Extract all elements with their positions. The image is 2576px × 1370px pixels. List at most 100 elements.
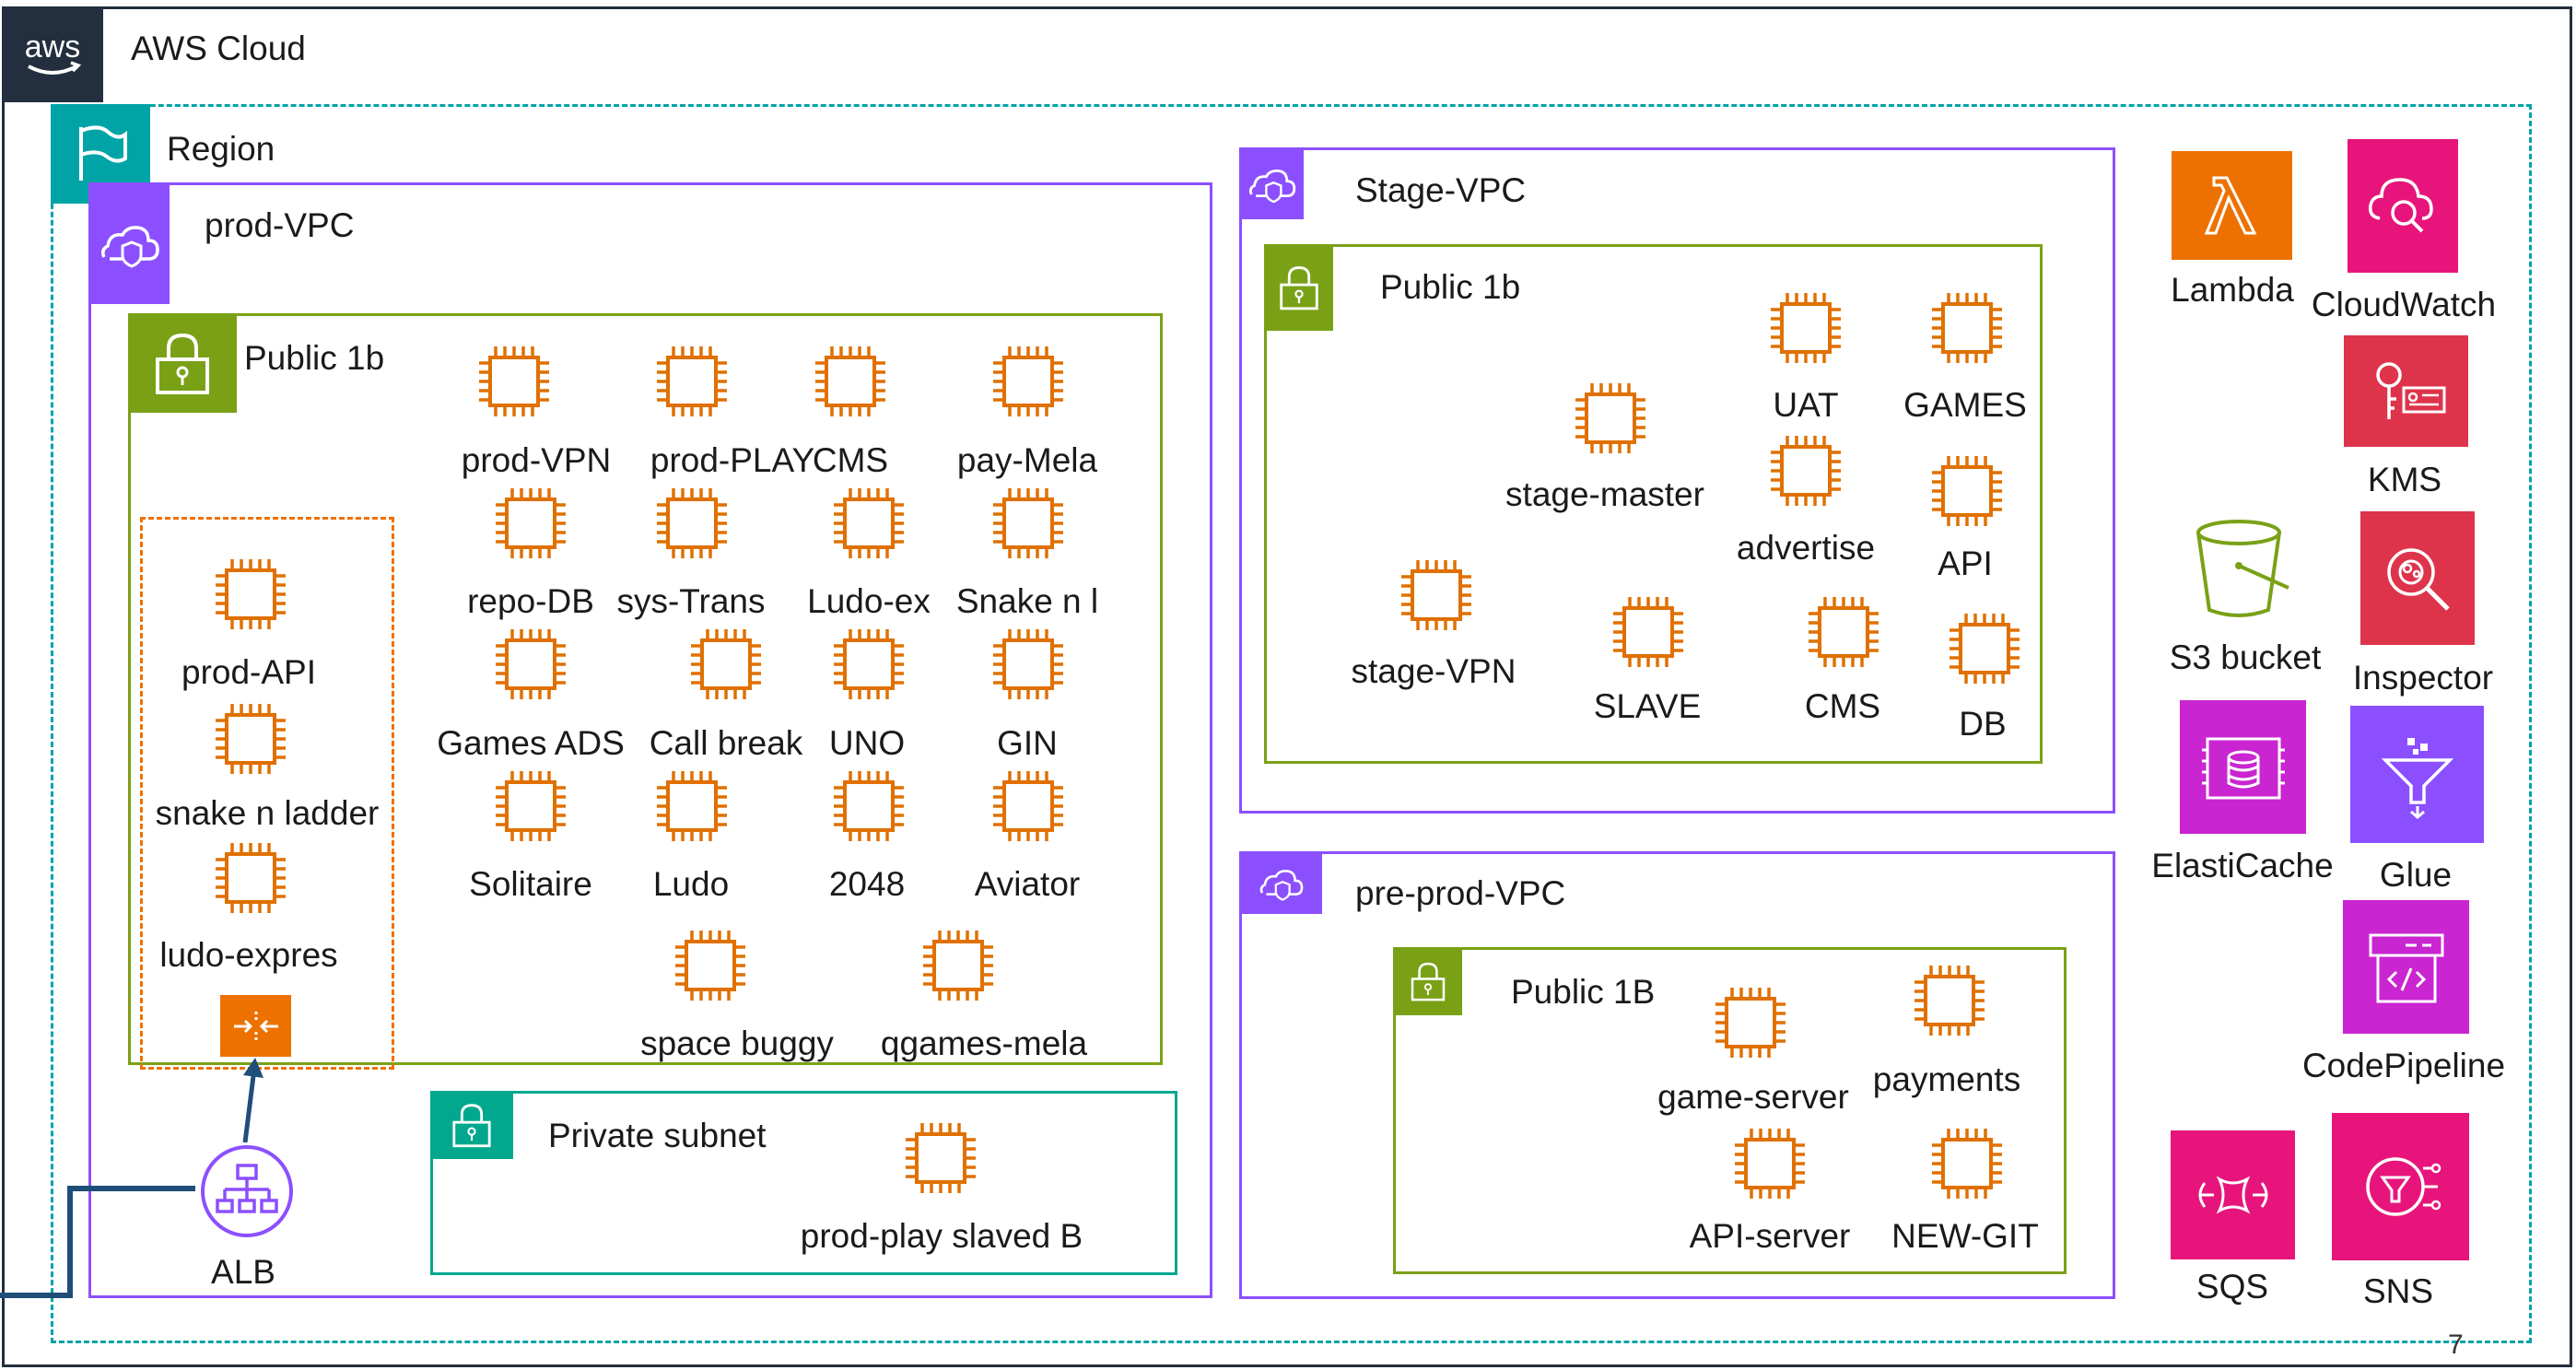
- ec2-instance-icon[interactable]: [672, 927, 749, 1004]
- sns-service[interactable]: [2332, 1113, 2469, 1260]
- instance-label: space buggy: [640, 1025, 834, 1062]
- ec2-instance-icon[interactable]: [830, 767, 907, 845]
- stage-vpc-badge: [1239, 147, 1304, 219]
- ec2-instance-icon[interactable]: [492, 626, 569, 703]
- kms-service[interactable]: [2344, 335, 2468, 447]
- kms-label: KMS: [2367, 461, 2442, 498]
- instance-label: payments: [1872, 1060, 2021, 1098]
- auto-scaling-icon: [233, 1011, 278, 1041]
- prod-public-subnet-badge: [128, 313, 237, 413]
- ec2-instance-icon[interactable]: [830, 626, 907, 703]
- sqs-service[interactable]: [2171, 1130, 2295, 1259]
- prod-vpc-title: prod-VPC: [205, 206, 355, 244]
- ec2-instance-icon[interactable]: [212, 839, 289, 917]
- instance-label: Snake n l: [955, 582, 1099, 620]
- ec2-instance-icon[interactable]: [1572, 380, 1649, 457]
- codepipeline-service[interactable]: [2343, 900, 2469, 1034]
- ec2-instance-icon[interactable]: [492, 767, 569, 845]
- prod-public-subnet: [128, 313, 1163, 1065]
- ec2-instance-icon[interactable]: [1712, 984, 1789, 1061]
- ec2-instance-icon[interactable]: [1928, 452, 2006, 530]
- instance-label: ludo-expres: [159, 936, 338, 974]
- region-title: Region: [167, 130, 275, 168]
- vpc-cloud-shield-icon: [1248, 169, 1296, 204]
- instance-label: API-server: [1689, 1217, 1851, 1255]
- ec2-instance-icon[interactable]: [475, 343, 553, 420]
- ec2-instance-icon[interactable]: [1928, 1125, 2006, 1202]
- codepipeline-icon: [2369, 933, 2443, 1002]
- prod-private-subnet: [430, 1091, 1177, 1275]
- instance-label: Ludo-ex: [807, 582, 931, 620]
- stage-public-subnet-title: Public 1b: [1380, 268, 1521, 306]
- inspector-icon: [2387, 547, 2450, 611]
- glue-service[interactable]: [2350, 706, 2484, 843]
- instance-label: UAT: [1773, 386, 1839, 424]
- ec2-instance-icon[interactable]: [989, 485, 1067, 562]
- ec2-instance-icon[interactable]: [830, 485, 907, 562]
- ec2-instance-icon[interactable]: [1767, 432, 1844, 509]
- preprod-vpc-title: pre-prod-VPC: [1355, 874, 1566, 912]
- sqs-label: SQS: [2195, 1268, 2269, 1306]
- flag-icon: [79, 125, 127, 181]
- ec2-instance-icon[interactable]: [212, 700, 289, 778]
- ec2-instance-icon[interactable]: [492, 485, 569, 562]
- instance-label: stage-VPN: [1351, 652, 1516, 690]
- preprod-public-subnet: [1393, 947, 2067, 1274]
- ec2-instance-icon[interactable]: [989, 767, 1067, 845]
- instance-label: 2048: [828, 865, 906, 903]
- instance-label: prod-play slaved B: [800, 1217, 1083, 1255]
- ec2-instance-icon[interactable]: [1928, 289, 2006, 367]
- lock-icon: [452, 1104, 491, 1148]
- inspector-label: Inspector: [2352, 659, 2494, 697]
- preprod-vpc-group: [1239, 851, 2115, 1299]
- lock-icon: [1279, 266, 1318, 310]
- instance-label: stage-master: [1505, 475, 1704, 513]
- ec2-instance-icon[interactable]: [1946, 610, 2023, 687]
- ec2-instance-icon[interactable]: [653, 485, 731, 562]
- inspector-service[interactable]: [2360, 511, 2475, 645]
- lambda-service[interactable]: [2172, 151, 2292, 260]
- cloudwatch-label: CloudWatch: [2311, 286, 2497, 323]
- aws-cloud-group: [2, 6, 2572, 1367]
- ec2-instance-icon[interactable]: [1610, 593, 1687, 671]
- aws-cloud-title: AWS Cloud: [131, 29, 306, 67]
- elasticache-service[interactable]: [2180, 700, 2306, 834]
- instance-label: repo-DB: [467, 582, 594, 620]
- ec2-instance-icon[interactable]: [1767, 289, 1844, 367]
- prod-vpc-group: [88, 182, 1212, 1298]
- preprod-public-subnet-title: Public 1B: [1511, 973, 1656, 1011]
- instance-label: Aviator: [974, 865, 1081, 903]
- instance-label: snake n ladder: [155, 794, 380, 832]
- cloudwatch-service[interactable]: [2348, 139, 2458, 273]
- instance-label: sys-Trans: [616, 582, 766, 620]
- instance-label: Call break: [649, 724, 803, 762]
- sns-icon: [2365, 1157, 2441, 1216]
- ec2-instance-icon[interactable]: [1398, 556, 1475, 634]
- ec2-instance-icon[interactable]: [212, 556, 289, 633]
- instance-label: API: [1938, 544, 1993, 582]
- glue-icon: [2381, 737, 2453, 819]
- sns-label: SNS: [2362, 1272, 2434, 1310]
- ec2-instance-icon[interactable]: [653, 767, 731, 845]
- instance-label: prod-API: [181, 653, 317, 691]
- alb-icon[interactable]: [199, 1143, 295, 1239]
- ec2-instance-icon[interactable]: [653, 343, 731, 420]
- prod-vpc-badge: [88, 182, 170, 304]
- ec2-instance-icon[interactable]: [1731, 1125, 1809, 1202]
- codepipeline-label: CodePipeline: [2301, 1047, 2506, 1084]
- ec2-instance-icon[interactable]: [989, 343, 1067, 420]
- ec2-instance-icon[interactable]: [902, 1119, 979, 1197]
- ec2-instance-icon[interactable]: [687, 626, 765, 703]
- instance-label: pay-Mela: [956, 441, 1098, 479]
- instance-label: CMS: [812, 441, 889, 479]
- ec2-instance-icon[interactable]: [812, 343, 889, 420]
- aws-logo-icon: aws: [25, 29, 82, 75]
- s3-bucket-icon[interactable]: [2193, 516, 2294, 622]
- ec2-instance-icon[interactable]: [1805, 593, 1882, 671]
- instance-label: GIN: [997, 724, 1058, 762]
- svg-text:aws: aws: [25, 29, 80, 64]
- ec2-instance-icon[interactable]: [1911, 962, 1988, 1039]
- ec2-instance-icon[interactable]: [989, 626, 1067, 703]
- ec2-instance-icon[interactable]: [919, 927, 997, 1004]
